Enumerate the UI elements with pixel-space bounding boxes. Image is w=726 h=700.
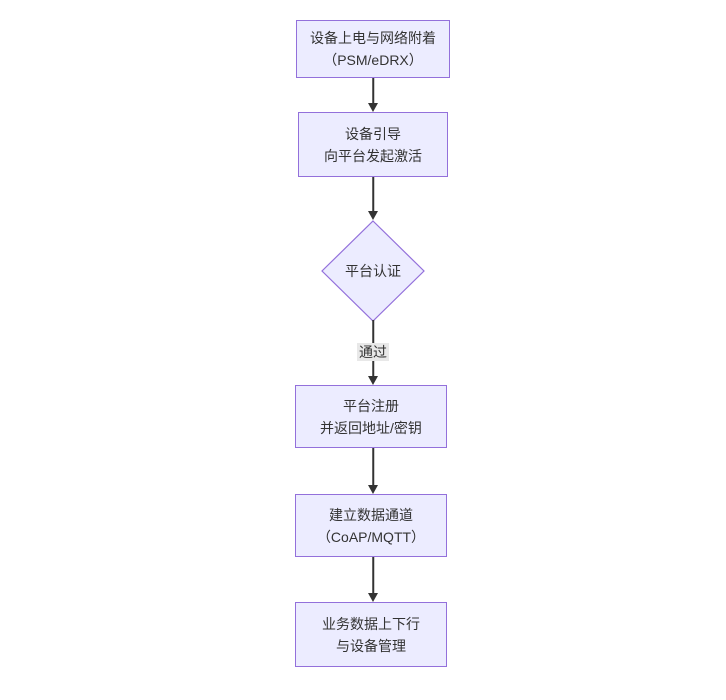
arrowhead-down-icon	[368, 593, 378, 602]
node-label-line: 设备上电与网络附着	[310, 30, 436, 46]
node-label-line: 设备引导	[345, 125, 401, 142]
arrowhead-down-icon	[368, 376, 378, 385]
node-label-line: 业务数据上下行	[322, 615, 420, 632]
node-label-line: （PSM/eDRX）	[323, 52, 423, 68]
node-label-line: 平台注册	[343, 397, 399, 414]
node-label-line: 与设备管理	[336, 637, 406, 654]
flowchart-node-power-attach: 设备上电与网络附着 （PSM/eDRX）	[296, 20, 450, 78]
flowchart-node-register: 平台注册 并返回地址/密钥	[295, 385, 447, 448]
arrowhead-down-icon	[368, 211, 378, 220]
node-label-line: 并返回地址/密钥	[320, 419, 422, 436]
edge-arrow-4	[366, 448, 380, 494]
node-label-line: 平台认证	[345, 263, 401, 279]
node-label-line: 建立数据通道	[329, 506, 413, 523]
edge-arrow-2	[366, 177, 380, 220]
edge-arrow-1	[366, 78, 380, 112]
arrowhead-down-icon	[368, 485, 378, 494]
flowchart-node-business: 业务数据上下行 与设备管理	[295, 602, 447, 667]
edge-label-pass: 通过	[357, 343, 389, 361]
flowchart-node-channel: 建立数据通道 （CoAP/MQTT）	[295, 494, 447, 557]
edge-line	[372, 177, 374, 217]
edge-line	[372, 557, 374, 599]
node-label-line: 向平台发起激活	[324, 147, 422, 164]
edge-line	[372, 78, 374, 109]
edge-line	[372, 448, 374, 491]
flowchart-node-auth: 平台认证	[321, 220, 425, 322]
node-label-line: （CoAP/MQTT）	[316, 528, 426, 545]
edge-arrow-5	[366, 557, 380, 602]
flowchart-node-bootstrap: 设备引导 向平台发起激活	[298, 112, 448, 177]
arrowhead-down-icon	[368, 103, 378, 112]
